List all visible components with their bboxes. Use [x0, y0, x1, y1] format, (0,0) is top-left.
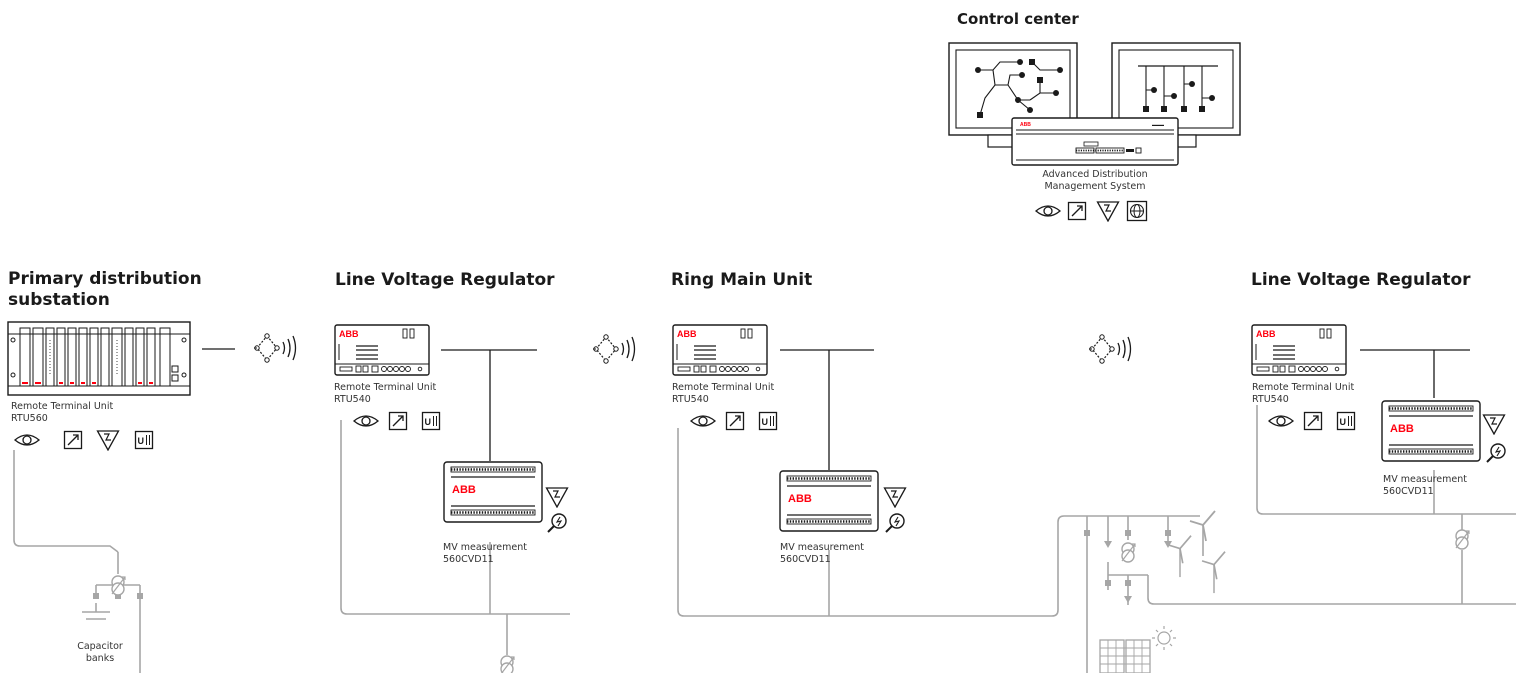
- control-icon: [1067, 201, 1087, 221]
- voltage-regulation-icon: [1336, 411, 1356, 431]
- network-lines: [13, 348, 1516, 673]
- lvr2-rtu-line2: RTU540: [1252, 393, 1289, 405]
- primary-substation-title-line2: substation: [8, 290, 110, 310]
- voltage-regulation-icon: [758, 411, 778, 431]
- lvr1-rtu-line1: Remote Terminal Unit: [334, 382, 437, 393]
- transformer-icon: [1455, 529, 1470, 550]
- lvr2-rtu-line1: Remote Terminal Unit: [1252, 382, 1355, 393]
- rtu540-device: [334, 324, 430, 376]
- rmu-rtu-line2: RTU540: [672, 393, 709, 405]
- transformer-icon: [500, 655, 515, 673]
- left-monitor: [948, 42, 1078, 136]
- wireless-communication-icon: [592, 334, 636, 364]
- sun-icon: [1152, 626, 1176, 650]
- lvr2-mv-line1: MV measurement: [1383, 474, 1467, 485]
- solar-panel-icon: [1099, 639, 1151, 673]
- mv-measurement-device: [443, 461, 543, 523]
- mv-measurement-device: [1381, 400, 1481, 462]
- capacitor-banks-line1: Capacitor: [77, 641, 123, 652]
- rtu540-device: [1251, 324, 1347, 376]
- ring-main-unit-title: Ring Main Unit: [671, 270, 813, 290]
- capacitor-banks-line2: banks: [85, 652, 115, 664]
- rmu-mv-label: MV measurement 560CVD11: [780, 542, 864, 565]
- rmu-rtu-label: Remote Terminal Unit RTU540: [672, 382, 774, 405]
- rtu560-label: Remote Terminal Unit RTU560: [11, 401, 113, 424]
- control-icon: [1303, 411, 1323, 431]
- control-icon: [725, 411, 745, 431]
- transformer-icon: [111, 575, 126, 596]
- svg-text:ABB: ABB: [1020, 122, 1031, 128]
- monitoring-eye-icon: [1268, 415, 1294, 427]
- monitoring-eye-icon: [14, 434, 40, 446]
- primary-substation-title-line1: Primary distribution: [8, 269, 202, 289]
- mv-measurement-device: [779, 470, 879, 532]
- rmu-rtu-line1: Remote Terminal Unit: [672, 382, 775, 393]
- rmu-mv-line1: MV measurement: [780, 542, 864, 553]
- lvr1-mv-line1: MV measurement: [443, 542, 527, 553]
- lvr2-title: Line Voltage Regulator: [1251, 270, 1471, 290]
- lvr1-mv-line2: 560CVD11: [443, 553, 494, 565]
- lvr2-rtu-label: Remote Terminal Unit RTU540: [1252, 382, 1354, 405]
- wireless-communication-icon: [1088, 334, 1132, 364]
- monitoring-eye-icon: [353, 415, 379, 427]
- adms-label: Advanced Distribution Management System: [1030, 169, 1160, 192]
- server-unit: ABB ▬▬▬: [987, 117, 1197, 166]
- fault-indication-icon: [1096, 201, 1120, 222]
- lvr2-mv-label: MV measurement 560CVD11: [1383, 474, 1467, 497]
- rtu560-label-line2: RTU560: [11, 412, 48, 424]
- rmu-mv-line2: 560CVD11: [780, 553, 831, 565]
- rtu540-device: [672, 324, 768, 376]
- measurement-search-icon: [885, 513, 905, 533]
- lvr1-rtu-line2: RTU540: [334, 393, 371, 405]
- fault-indication-icon: [1482, 414, 1506, 435]
- control-center-title: Control center: [957, 10, 1079, 28]
- rtu560-device: [7, 321, 191, 396]
- adms-label-line1: Advanced Distribution: [1042, 169, 1148, 180]
- voltage-regulation-icon: [421, 411, 441, 431]
- wireless-communication-icon: [253, 333, 297, 363]
- monitoring-eye-icon: [1035, 205, 1061, 217]
- adms-label-line2: Management System: [1044, 180, 1146, 192]
- wind-turbine-icon: [1189, 510, 1216, 557]
- control-icon: [388, 411, 408, 431]
- lvr1-title: Line Voltage Regulator: [335, 270, 555, 290]
- lvr1-mv-label: MV measurement 560CVD11: [443, 542, 527, 565]
- monitoring-eye-icon: [690, 415, 716, 427]
- fault-indication-icon: [883, 487, 907, 508]
- wind-turbine-icon: [1201, 550, 1226, 594]
- voltage-regulation-icon: [134, 430, 154, 450]
- svg-text:▬▬▬: ▬▬▬: [1152, 122, 1164, 127]
- fault-indication-icon: [96, 430, 120, 451]
- lvr1-rtu-label: Remote Terminal Unit RTU540: [334, 382, 436, 405]
- control-center: ABB ▬▬▬: [948, 42, 1241, 166]
- primary-substation-title: Primary distribution substation: [8, 269, 202, 311]
- globe-icon: [1126, 200, 1148, 222]
- measurement-search-icon: [1486, 443, 1506, 463]
- rtu560-label-line1: Remote Terminal Unit: [11, 401, 114, 412]
- capacitor-banks-label: Capacitor banks: [60, 641, 140, 664]
- fault-indication-icon: [545, 487, 569, 508]
- lvr2-mv-line2: 560CVD11: [1383, 485, 1434, 497]
- transformer-icon: [1121, 542, 1136, 563]
- measurement-search-icon: [547, 513, 567, 533]
- control-icon: [63, 430, 83, 450]
